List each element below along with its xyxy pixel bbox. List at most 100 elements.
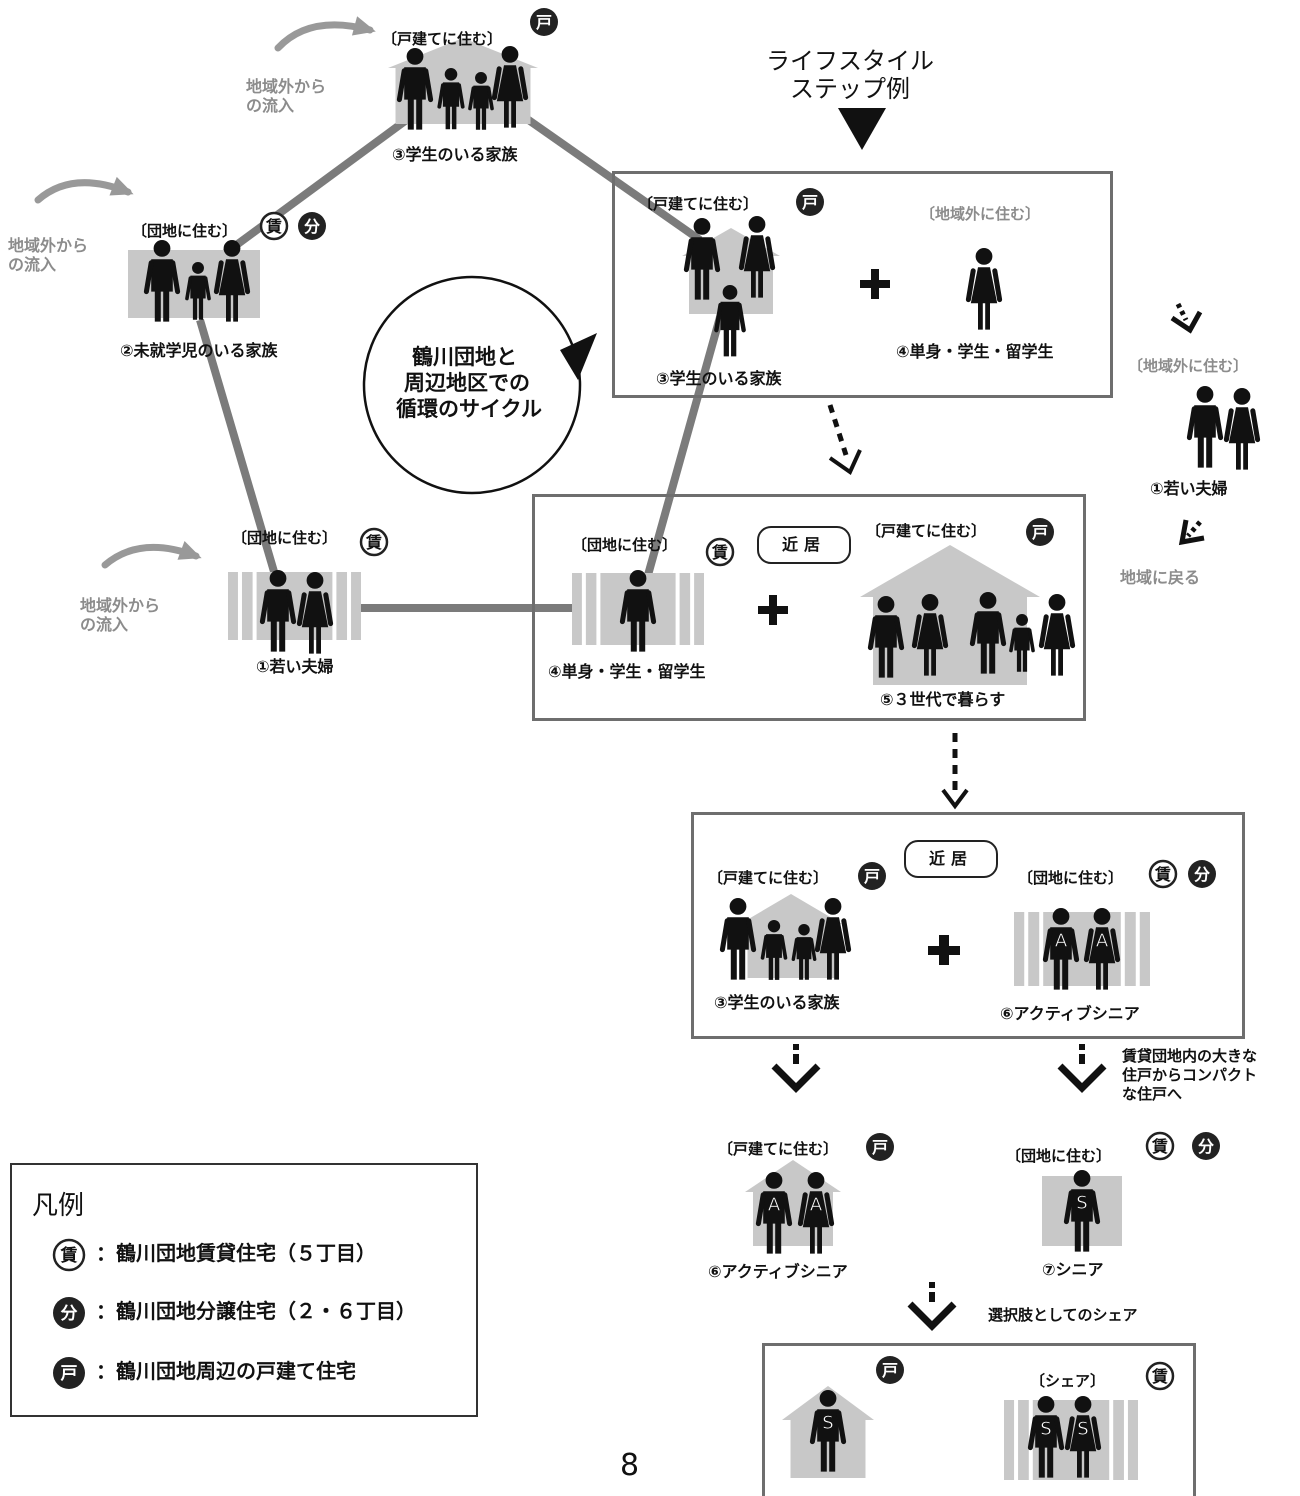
- figure-box4-share-1: S: [1027, 1396, 1065, 1478]
- figure-side-wife: [1223, 388, 1261, 470]
- inflow-label-bottom: 地域外から の流入: [80, 596, 161, 635]
- side-arrow-up-tail: [1186, 520, 1202, 538]
- box2-plus-v: [769, 595, 777, 625]
- bottom-tag-danchi: 〔団地に住む〕: [1006, 1147, 1112, 1165]
- cycle-line-top-left: [213, 106, 423, 264]
- figure-box2-grandma: [911, 594, 949, 676]
- legend-item-rent: 賃 ：鶴川団地賃貸住宅（５丁目）: [52, 1237, 376, 1272]
- box1-tag-outside: 〔地域外に住む〕: [920, 205, 1041, 223]
- box3-tag-danchi: 〔団地に住む〕: [1018, 869, 1124, 887]
- box-step-4: [762, 1343, 1196, 1496]
- badge-box2-rent: 賃: [705, 537, 735, 567]
- figure-top-mother: [491, 46, 529, 128]
- figure-box3-child-2: [791, 924, 817, 980]
- danchi-box2-stripe-2: [675, 573, 680, 645]
- side-arrow-down-tail: [1175, 302, 1189, 322]
- legend-title: 凡例: [32, 1191, 85, 1221]
- box2-tag-kodate: 〔戸建てに住む〕: [866, 522, 987, 540]
- svg-text:戸: 戸: [802, 193, 818, 212]
- side-arrow-down: [1170, 310, 1203, 334]
- box-step-1: [612, 171, 1113, 398]
- box-step-3: [691, 812, 1245, 1039]
- cycle-line-left-bottom: [196, 318, 279, 577]
- legend-item-sale: 分 ：鶴川団地分譲住宅（２・６丁目）: [52, 1295, 416, 1330]
- chevron-share-dot1: [929, 1282, 935, 1288]
- svg-text:S: S: [1077, 1418, 1088, 1439]
- tag-bottom-danchi: 〔団地に住む〕: [232, 529, 338, 547]
- badge-bottom-sale: 分: [1192, 1132, 1220, 1160]
- cycle-circle-arrowhead: [560, 333, 597, 380]
- figure-top-father: [396, 48, 434, 130]
- box3-kinkyo: 近居: [904, 840, 998, 878]
- figure-left-mother: [213, 240, 251, 322]
- badge-box4-rent: 賃: [1145, 1361, 1175, 1391]
- legend: 凡例 賃 ：鶴川団地賃貸住宅（５丁目） 分 ：鶴川団地分譲住宅（２・６丁目） 戸…: [10, 1163, 478, 1417]
- figure-top-child-1: [437, 68, 465, 130]
- svg-text:賃: 賃: [365, 533, 382, 552]
- figure-box1-single: [965, 248, 1003, 330]
- badge-box2-house: 戸: [1026, 518, 1054, 546]
- badge-left-sale: 分: [298, 212, 326, 240]
- figure-box2-child: [1009, 614, 1035, 672]
- svg-text:賃: 賃: [60, 1245, 78, 1266]
- svg-text:S: S: [822, 1412, 833, 1433]
- danchi-box2-stripe-0: [581, 573, 586, 645]
- box1-caption-student-family: ③学生のいる家族: [656, 369, 782, 388]
- inflow-label-top: 地域外から の流入: [246, 77, 327, 116]
- chevron-right-dot1: [1079, 1044, 1085, 1050]
- figure-bottom-senior-1: A: [755, 1172, 793, 1254]
- danchi-box3-stripe-1: [1039, 912, 1044, 986]
- inflow-arrow-top-head: [351, 16, 376, 36]
- danchi-bottom: [228, 572, 361, 640]
- chevron-left-dot1: [793, 1044, 799, 1050]
- danchi-box3-stripe-3: [1135, 912, 1140, 986]
- danchi-bottom-stripe-2: [332, 572, 337, 640]
- box3-caption-student-family: ③学生のいる家族: [714, 993, 840, 1012]
- cycle-label-1: 鶴川団地と: [412, 345, 517, 369]
- side-return-home: 地域に戻る: [1120, 568, 1201, 587]
- header-line1: ライフスタイル: [766, 47, 934, 75]
- arrow-box2-box3-head: [941, 788, 969, 810]
- svg-text:S: S: [1040, 1418, 1051, 1439]
- svg-text:A: A: [1096, 930, 1109, 951]
- badge-box4-house: 戸: [876, 1356, 904, 1384]
- chevron-share-dot2: [929, 1292, 935, 1302]
- chevron-right-dot2: [1079, 1054, 1085, 1064]
- badge-box1-house: 戸: [796, 188, 824, 216]
- svg-text:戸: 戸: [1032, 523, 1048, 542]
- box3-tag-kodate: 〔戸建てに住む〕: [708, 869, 829, 887]
- cycle-line-top-right: [497, 96, 703, 244]
- badge-top-house: 戸: [530, 8, 558, 36]
- legend-sale-text: ：鶴川団地分譲住宅（２・６丁目）: [96, 1299, 416, 1323]
- figure-box2-single: [619, 570, 657, 652]
- header-down-triangle: [838, 108, 886, 150]
- figure-bottom-wife: [296, 572, 334, 654]
- tag-left-danchi: 〔団地に住む〕: [132, 222, 238, 240]
- danchi-box3-stripe-0: [1024, 912, 1029, 986]
- danchi-bottom-stripe-3: [347, 572, 352, 640]
- caption-young-couple: ①若い夫婦: [256, 657, 334, 676]
- cycle-center-circle: [362, 275, 582, 495]
- figure-left-child: [185, 262, 211, 320]
- figure-box1-mother: [738, 216, 776, 298]
- figure-bottom-husband: [259, 570, 297, 652]
- side-caption-young-couple: ①若い夫婦: [1150, 479, 1228, 498]
- svg-text:戸: 戸: [864, 867, 880, 886]
- box1-caption-single-student: ④単身・学生・留学生: [896, 342, 1054, 361]
- badge-box3-rent: 賃: [1148, 859, 1178, 889]
- badge-left-rent: 賃: [259, 211, 289, 241]
- box-step-2: [532, 494, 1086, 721]
- figure-box2-father: [969, 592, 1007, 674]
- svg-text:S: S: [1076, 1192, 1087, 1213]
- figure-box1-father: [683, 218, 721, 300]
- arrow-box1-box2-head: [828, 449, 862, 476]
- figure-side-husband: [1186, 386, 1224, 468]
- figure-bottom-senior: S: [1063, 1170, 1101, 1252]
- tag-top-kodate: 〔戸建てに住む〕: [382, 30, 503, 48]
- badge-bottom-rent: 賃: [1145, 1131, 1175, 1161]
- box2-kinkyo: 近居: [757, 526, 851, 564]
- house-box3: [740, 894, 842, 978]
- danchi-box4-stripe-3: [1123, 1400, 1128, 1480]
- bottom-caption-active-senior: ⑥アクティブシニア: [708, 1262, 848, 1281]
